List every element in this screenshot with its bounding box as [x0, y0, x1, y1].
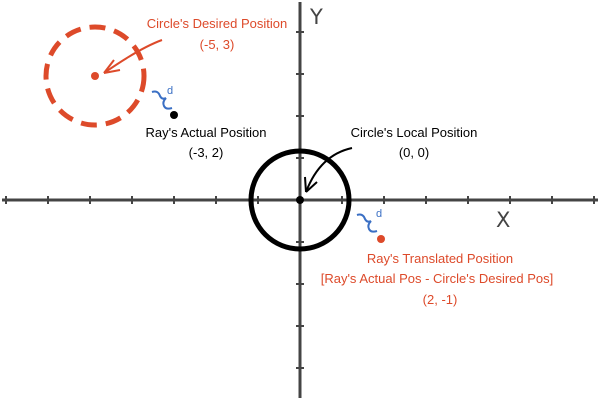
axis-ticks: [5, 31, 595, 369]
local-center-point: [296, 196, 304, 204]
local-circle: [248, 148, 352, 252]
x-axis-label: X: [496, 208, 510, 232]
local-position-title: Circle's Local Position: [351, 125, 478, 140]
distance-brace-lower: [356, 213, 378, 233]
distance-label-upper: d: [167, 85, 173, 97]
actual-position-title: Ray's Actual Position: [146, 125, 267, 140]
translated-position-formula: [Ray's Actual Pos - Circle's Desired Pos…: [321, 271, 554, 286]
desired-arrow: [103, 39, 163, 74]
desired-position-coords: (-5, 3): [200, 37, 235, 52]
translated-position-coords: (2, -1): [423, 292, 458, 307]
desired-circle: [43, 24, 147, 128]
local-position-coords: (0, 0): [399, 145, 429, 160]
local-arrowhead: [304, 176, 318, 193]
y-axis-label: Y: [309, 5, 323, 29]
distance-brace-upper: [151, 90, 173, 110]
local-arrow: [305, 147, 353, 193]
actual-position-coords: (-3, 2): [189, 145, 224, 160]
translated-position-title: Ray's Translated Position: [367, 251, 513, 266]
actual-point: [170, 111, 178, 119]
translated-point: [377, 235, 385, 243]
desired-center-point: [91, 72, 99, 80]
desired-arrowhead: [103, 59, 121, 74]
distance-label-lower: d: [376, 208, 382, 220]
desired-position-title: Circle's Desired Position: [147, 16, 287, 31]
